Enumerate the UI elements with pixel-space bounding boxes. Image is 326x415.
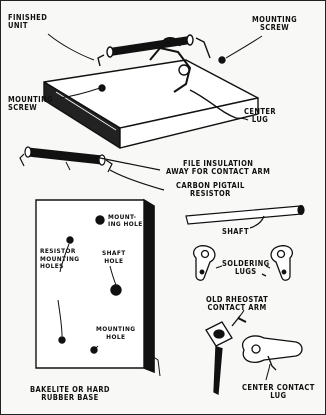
label-center-contact-lug: CENTER CONTACT LUG <box>242 384 315 400</box>
label-mounting-screw-top: MOUNTING SCREW <box>252 16 297 32</box>
carbon-pigtail-resistor-drawing <box>20 147 164 190</box>
label-shaft: SHAFT <box>222 228 249 236</box>
label-shaft-hole: SHAFT HOLE <box>102 250 126 265</box>
label-old-rheostat-contact-arm: OLD RHEOSTAT CONTACT ARM <box>206 296 268 312</box>
label-resistor-mounting-holes: RESISTOR MOUNTING HOLES <box>40 248 80 271</box>
label-file-insulation: FILE INSULATION AWAY FOR CONTACT ARM <box>166 160 270 176</box>
label-mounting-screw-left: MOUNTING SCREW <box>8 96 53 112</box>
shaft-drawing <box>186 206 304 229</box>
label-finished-unit: FINISHED UNIT <box>8 14 47 30</box>
label-mounting-hole-bottom: MOUNTING HOLE <box>96 326 136 341</box>
label-carbon-pigtail-resistor: CARBON PIGTAIL RESISTOR <box>176 182 245 198</box>
label-center-lug: CENTER LUG <box>244 108 276 124</box>
label-bakelite-base: BAKELITE OR HARD RUBBER BASE <box>30 386 110 402</box>
rheostat-contact-arm-drawing <box>206 316 246 394</box>
center-contact-lug-drawing <box>243 336 302 370</box>
right-pointers <box>216 266 270 380</box>
label-mounting-hole-top: MOUNT- ING HOLE <box>108 214 143 228</box>
label-soldering-lugs: SOLDERING LUGS <box>222 260 270 276</box>
